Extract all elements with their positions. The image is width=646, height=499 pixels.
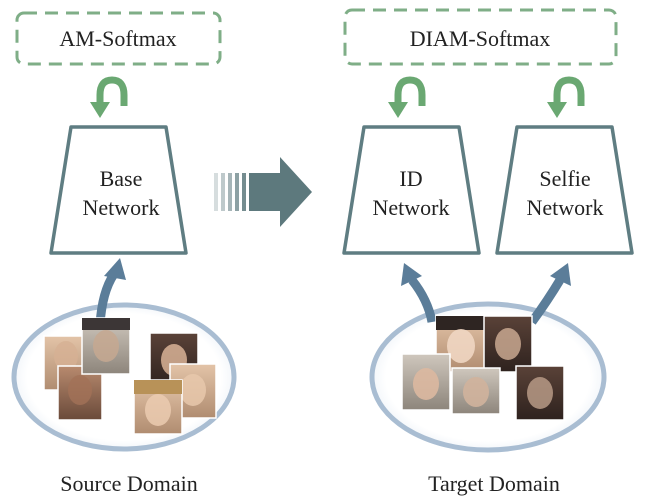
target-face-photos [401, 315, 565, 421]
face-photo [451, 367, 501, 415]
loss-arrow-base [90, 76, 128, 118]
am-softmax-box: AM-Softmax [15, 11, 222, 66]
transfer-arrow [214, 157, 312, 227]
face-photo [483, 315, 533, 373]
face-photo [57, 365, 103, 421]
input-arrow-selfie [528, 263, 571, 325]
am-softmax-label: AM-Softmax [59, 26, 176, 51]
id-network-line2: Network [373, 195, 450, 220]
input-arrow-id [401, 263, 437, 323]
selfie-network-line1: Selfie [539, 166, 590, 191]
target-domain-label: Target Domain [428, 471, 560, 496]
selfie-network: Selfie Network [495, 125, 634, 255]
face-photo [133, 379, 183, 435]
source-domain-label: Source Domain [60, 471, 197, 496]
loss-arrow-selfie [547, 76, 585, 118]
base-network-line2: Network [83, 195, 160, 220]
id-network-line1: ID [399, 166, 422, 191]
face-photo [515, 365, 565, 421]
source-face-photos [43, 317, 217, 435]
id-network: ID Network [342, 125, 481, 255]
face-photo [401, 353, 451, 411]
selfie-network-line2: Network [527, 195, 604, 220]
face-photo [81, 317, 131, 375]
base-network: Base Network [49, 125, 188, 255]
diam-softmax-box: DIAM-Softmax [343, 8, 618, 66]
base-network-line1: Base [100, 166, 143, 191]
loss-arrow-id [388, 76, 426, 118]
diam-softmax-label: DIAM-Softmax [410, 26, 551, 51]
